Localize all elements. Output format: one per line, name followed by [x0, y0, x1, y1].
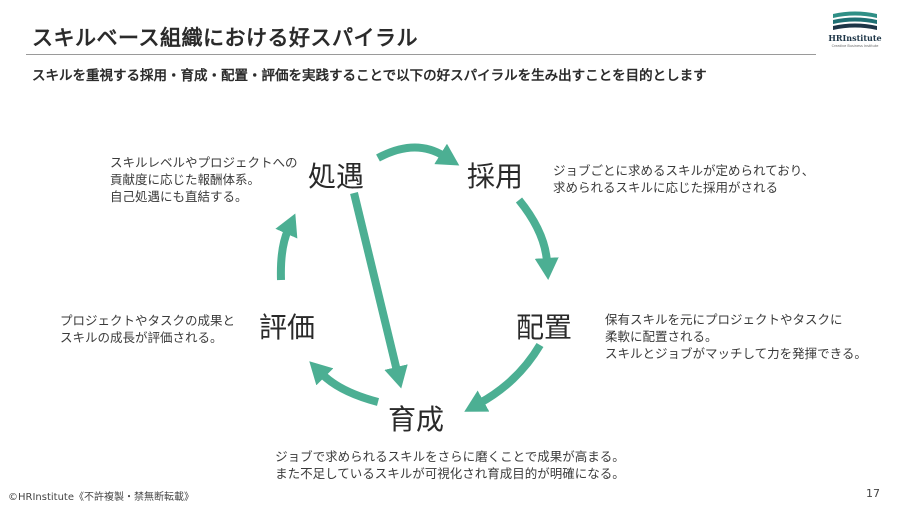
desc-placement: 保有スキルを元にプロジェクトやタスクに 柔軟に配置される。 スキルとジョブがマッ…: [605, 312, 867, 361]
title-divider: [26, 54, 816, 55]
desc-evaluation: プロジェクトやタスクの成果と スキルの成長が評価される。: [60, 313, 236, 345]
arrow-hiring-to-placement: [515, 197, 559, 280]
desc-treatment: スキルレベルやプロジェクトへの 貢献度に応じた報酬体系。 自己処遇にも直結する。: [110, 155, 298, 204]
node-development: 育成: [388, 403, 445, 436]
slide-subtitle: スキルを重視する採用・育成・配置・評価を実践することで以下の好スパイラルを生み出…: [32, 68, 707, 84]
arrow-evaluation-to-treatment: [275, 213, 298, 281]
arrow-placement-to-development: [464, 342, 544, 412]
arrow-treatment-to-development: [350, 192, 408, 389]
node-hiring: 採用: [467, 160, 524, 193]
copyright: ©HRInstitute《不許複製・禁無断転載》: [8, 492, 194, 503]
hrinstitute-logo-icon: [833, 11, 877, 30]
logo-tagline: Creative Business Institute: [831, 44, 879, 48]
node-evaluation: 評価: [259, 311, 316, 344]
slide-title: スキルベース組織における好スパイラル: [32, 26, 418, 50]
page-number: 17: [866, 487, 880, 500]
desc-development: ジョブで求められるスキルをさらに磨くことで成果が高まる。 また不足しているスキル…: [275, 449, 625, 481]
node-placement: 配置: [516, 311, 573, 344]
node-treatment: 処遇: [308, 160, 365, 193]
arrow-treatment-to-hiring: [376, 143, 460, 166]
logo-name: HRInstitute: [828, 33, 882, 43]
desc-hiring: ジョブごとに求めるスキルが定められており、 求められるスキルに応じた採用がされる: [553, 163, 815, 195]
arrow-development-to-evaluation: [309, 361, 380, 406]
